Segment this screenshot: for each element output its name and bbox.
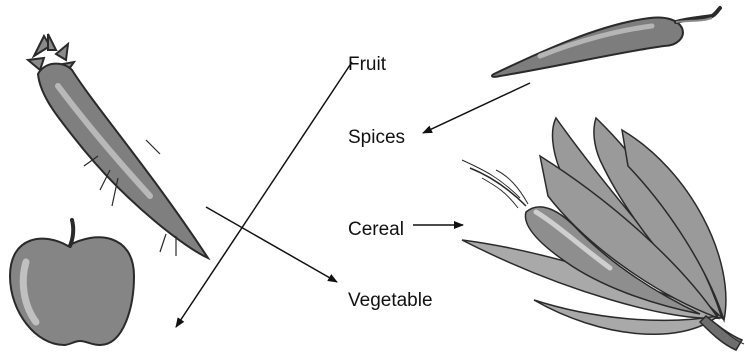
label-cereal: Cereal [348, 219, 404, 241]
chilli-picture [492, 8, 720, 77]
apple-picture [10, 220, 134, 345]
corn-picture [462, 118, 744, 350]
label-spices: Spices [348, 127, 405, 149]
carrot-picture [28, 34, 208, 258]
arrow-fruit-to-apple [176, 62, 352, 327]
label-fruit: Fruit [348, 54, 386, 76]
arrow-chilli-to-spices [423, 83, 530, 133]
arrow-carrot-to-vegetable [206, 207, 337, 282]
label-vegetable: Vegetable [348, 290, 433, 312]
